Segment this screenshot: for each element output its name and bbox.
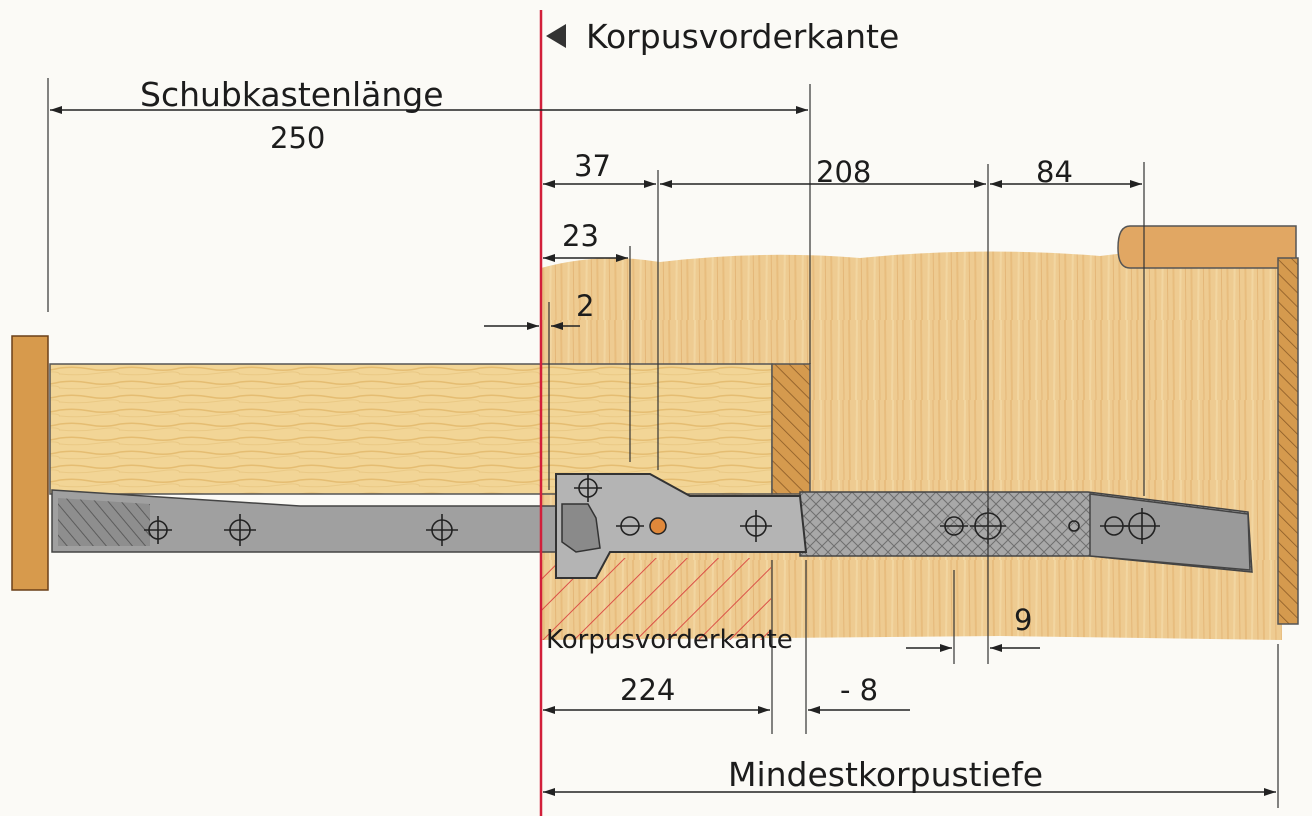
dim-label-37: 37 bbox=[574, 149, 611, 183]
carcass-top-board bbox=[1117, 225, 1297, 269]
label-mindestkorpustiefe: Mindestkorpustiefe bbox=[728, 755, 1043, 794]
carcass-back-wall bbox=[1277, 257, 1299, 625]
screw-hole bbox=[1124, 508, 1160, 544]
screw-hole bbox=[1100, 516, 1128, 536]
screw-hole bbox=[1068, 520, 1080, 532]
screw-hole bbox=[426, 514, 458, 546]
drawer-back-endgrain bbox=[771, 363, 811, 495]
dim-label-23: 23 bbox=[562, 219, 599, 253]
screw-hole bbox=[940, 516, 968, 536]
dim-label-84: 84 bbox=[1036, 155, 1073, 189]
dim-label-2: 2 bbox=[576, 289, 594, 323]
dim-label-9: 9 bbox=[1014, 603, 1032, 637]
extension-lines bbox=[47, 78, 1279, 808]
dim-label-208: 208 bbox=[816, 155, 871, 189]
runner-carriage bbox=[555, 473, 808, 579]
screw-fixed bbox=[649, 517, 667, 535]
carcass-rail-end bbox=[1089, 493, 1251, 571]
screw-hole bbox=[740, 510, 772, 542]
drawer-side-panel bbox=[49, 363, 773, 495]
screw-hole bbox=[616, 516, 644, 536]
dim-label-224: 224 bbox=[620, 673, 675, 707]
label-schubkastenlaenge: Schubkastenlänge bbox=[140, 75, 444, 114]
label-korpusvorderkante-bottom: Korpusvorderkante bbox=[546, 625, 793, 655]
screw-hole bbox=[574, 474, 602, 502]
dim-label-250: 250 bbox=[270, 121, 325, 155]
drawer-rail-hatched-end bbox=[58, 498, 150, 546]
dimension-arrows bbox=[50, 106, 1276, 796]
dim-label-minus8: - 8 bbox=[840, 673, 878, 707]
screw-hole bbox=[224, 514, 256, 546]
drawer-front-panel bbox=[11, 335, 49, 591]
runner-clip bbox=[561, 503, 601, 553]
korpus-pointer-icon bbox=[546, 24, 566, 48]
label-korpusvorderkante-top: Korpusvorderkante bbox=[586, 17, 899, 56]
screw-hole bbox=[144, 516, 172, 544]
